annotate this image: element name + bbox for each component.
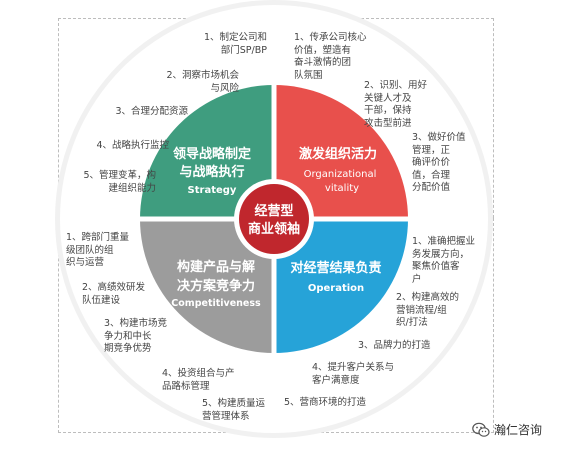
quadrant-br-title-1: 对经营结果负责	[290, 260, 381, 276]
tl-item-2: 2、洞察市场机会与风险	[166, 70, 239, 94]
quadrant-tr-english-1: Organizational	[304, 169, 377, 180]
quadrant-top-right	[274, 85, 408, 219]
tl-item-4: 4、战略执行监控	[96, 140, 169, 151]
br-item-2: 2、构建高效的营销流程/组织/打法	[396, 292, 460, 328]
quadrant-tr-title-1: 激发组织活力	[299, 146, 377, 162]
quadrant-tl-title-1: 领导战略制定	[173, 146, 251, 162]
tr-item-3: 3、做好价值管理，正确评价价值，合理分配价值	[412, 132, 466, 193]
bl-item-4: 4、投资组合与产品路标管理	[162, 368, 235, 392]
quadrant-bl-title-1: 构建产品与解	[177, 259, 255, 275]
bl-item-2: 2、高绩效研发队伍建设	[82, 282, 146, 306]
watermark-text: 瀚仁咨询	[494, 423, 543, 437]
tl-item-1: 1、制定公司和部门SP/BP	[203, 32, 267, 56]
watermark: 瀚仁咨询	[472, 421, 542, 438]
quadrant-top-left	[140, 85, 274, 219]
br-item-5: 5、营商环境的打造	[284, 397, 367, 408]
quadrant-tr-english-2: vitality	[325, 183, 359, 194]
br-item-4: 4、提升客户关系与客户满意度	[312, 362, 395, 386]
quadrant-tl-title-2: 与战略执行	[179, 164, 244, 180]
wechat-icon	[472, 422, 490, 437]
bl-item-5: 5、构建质量运营管理体系	[202, 398, 266, 422]
quadrant-bottom-right	[274, 219, 408, 353]
quadrant-tl-english: Strategy	[188, 185, 237, 196]
tl-item-3: 3、合理分配资源	[115, 106, 188, 117]
center-title-2: 商业领袖	[248, 221, 300, 237]
quadrant-bl-english: Competitiveness	[171, 298, 261, 309]
br-item-3: 3、品牌力的打造	[358, 340, 431, 351]
center-badge	[239, 184, 309, 254]
quadrant-br-english: Operation	[308, 283, 364, 294]
bl-item-1: 1、跨部门重量级团队的组织与运营	[66, 232, 130, 268]
tl-item-5: 5、管理变革，构建组织能力	[83, 170, 156, 194]
tr-item-1: 1、传承公司核心价值，塑造有奋斗激情的团队氛围	[294, 32, 367, 81]
br-item-1: 1、准确把握业务发展方向，聚焦价值客户	[412, 236, 476, 285]
quadrant-bottom-left	[140, 219, 274, 353]
tr-item-2: 2、识别、用好关键人才及干部，保持攻击型前进	[364, 80, 428, 129]
center-title-1: 经营型	[254, 203, 293, 219]
bl-item-3: 3、构建市场竞争力和中长期竞争优势	[104, 318, 168, 354]
quadrant-bl-title-2: 决方案竞争力	[177, 278, 255, 294]
